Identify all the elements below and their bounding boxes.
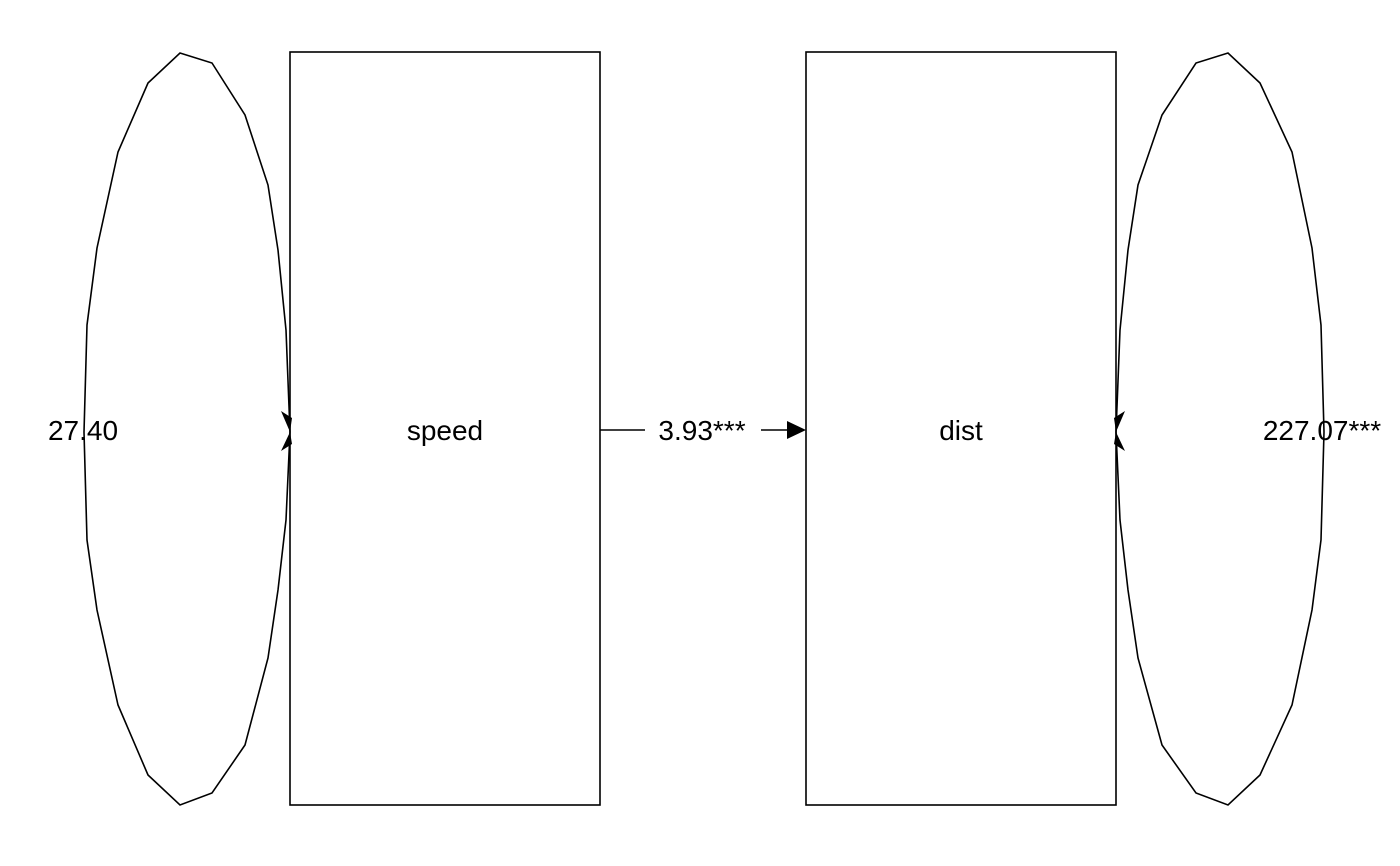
dist-node-label: dist [939,415,983,446]
speed-to-dist-arrowhead [787,421,806,439]
dist-node [805,51,1117,806]
speed-variance-label: 27.40 [48,415,118,446]
speed-variance-loop [83,52,291,806]
dist-variance-loop [1115,52,1325,806]
speed-node-label: speed [407,415,483,446]
speed-node [289,51,601,806]
dist-variance-label: 227.07*** [1263,415,1381,446]
speed-to-dist-path-label: 3.93*** [658,415,745,446]
